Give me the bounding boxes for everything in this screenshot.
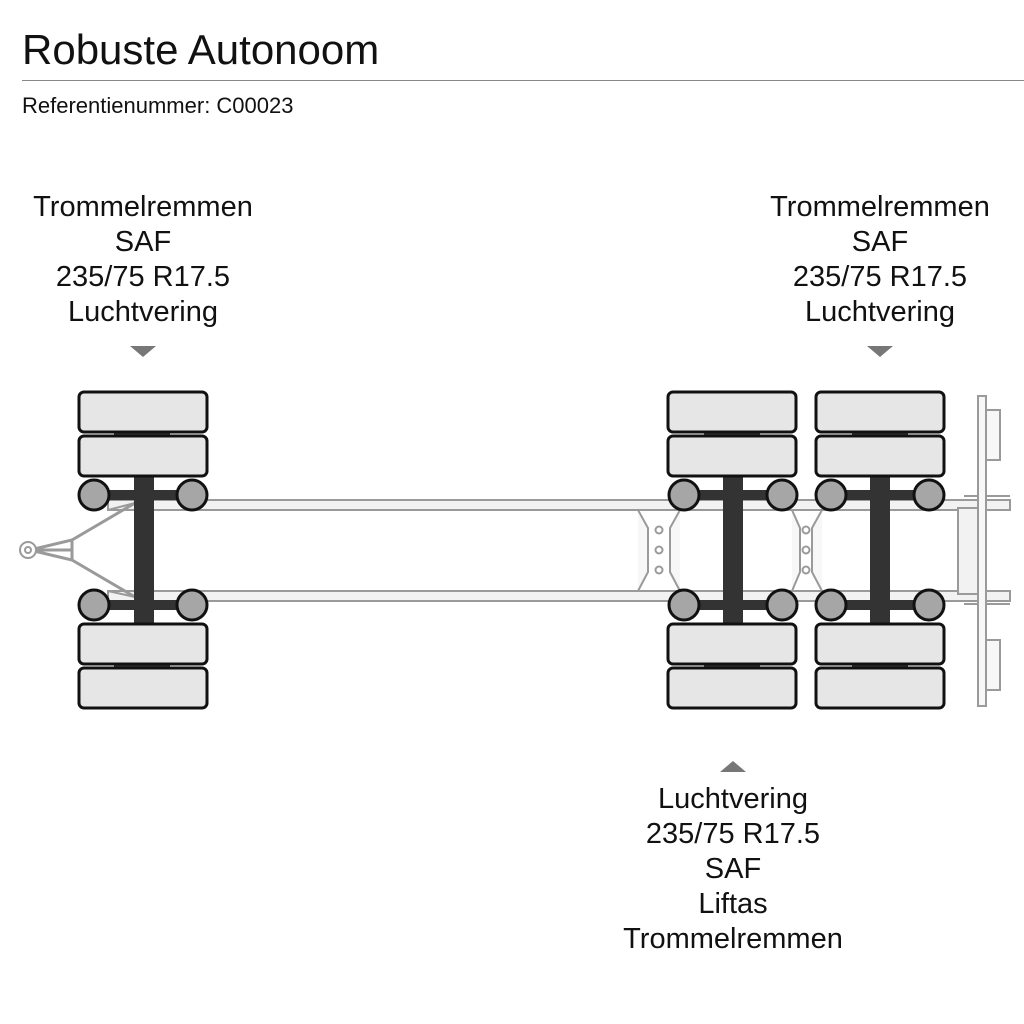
crossmember-1 <box>637 509 681 592</box>
tire <box>814 434 946 478</box>
rear-light-top <box>977 395 987 707</box>
pointer-arrow-rear-2 <box>867 346 893 357</box>
hub <box>912 588 946 622</box>
axle-label-rear-1: Luchtvering 235/75 R17.5 SAF Liftas Trom… <box>583 782 883 957</box>
label-line: Trommelremmen <box>770 191 990 223</box>
hub <box>175 588 209 622</box>
hub <box>667 588 701 622</box>
tire <box>814 666 946 710</box>
rear-bumper <box>957 507 981 595</box>
hub <box>765 478 799 512</box>
axle-rear-1 <box>666 390 799 710</box>
axle-front <box>77 390 209 710</box>
axle-label-front: Trommelremmen SAF 235/75 R17.5 Luchtveri… <box>0 190 293 330</box>
label-line: Trommelremmen <box>33 191 253 223</box>
label-line: SAF <box>704 853 762 885</box>
label-line: Luchtvering <box>68 296 218 328</box>
label-line: Luchtvering <box>805 296 955 328</box>
title-divider <box>22 80 1024 81</box>
pointer-arrow-front <box>130 346 156 357</box>
label-line: 235/75 R17.5 <box>792 261 968 293</box>
crossmember-2 <box>791 509 823 592</box>
hub <box>667 478 701 512</box>
hub <box>175 478 209 512</box>
label-line: Trommelremmen <box>623 923 843 955</box>
label-line: Luchtvering <box>658 783 808 815</box>
label-line: 235/75 R17.5 <box>55 261 231 293</box>
label-line: Liftas <box>698 888 768 920</box>
label-line: SAF <box>114 226 172 258</box>
tire <box>666 666 798 710</box>
reference-number: Referentienummer: C00023 <box>22 93 294 118</box>
tire <box>814 390 946 434</box>
tire <box>666 434 798 478</box>
frame-rail-top <box>107 499 1011 511</box>
tire <box>666 622 798 666</box>
tire <box>666 390 798 434</box>
axle-rear-2 <box>814 390 946 710</box>
hub <box>77 478 111 512</box>
hub <box>814 478 848 512</box>
label-line: 235/75 R17.5 <box>645 818 821 850</box>
hub <box>77 588 111 622</box>
hub <box>814 588 848 622</box>
page-title: Robuste Autonoom <box>22 26 380 73</box>
pointer-arrow-rear-1 <box>720 761 746 772</box>
tire <box>814 622 946 666</box>
tire <box>77 666 209 710</box>
hub <box>912 478 946 512</box>
tire <box>77 434 209 478</box>
label-line: SAF <box>851 226 909 258</box>
frame-rail-bottom <box>107 590 1011 602</box>
axle-label-rear-2: Trommelremmen SAF 235/75 R17.5 Luchtveri… <box>730 190 1024 330</box>
tire <box>77 390 209 434</box>
hub <box>765 588 799 622</box>
tire <box>77 622 209 666</box>
